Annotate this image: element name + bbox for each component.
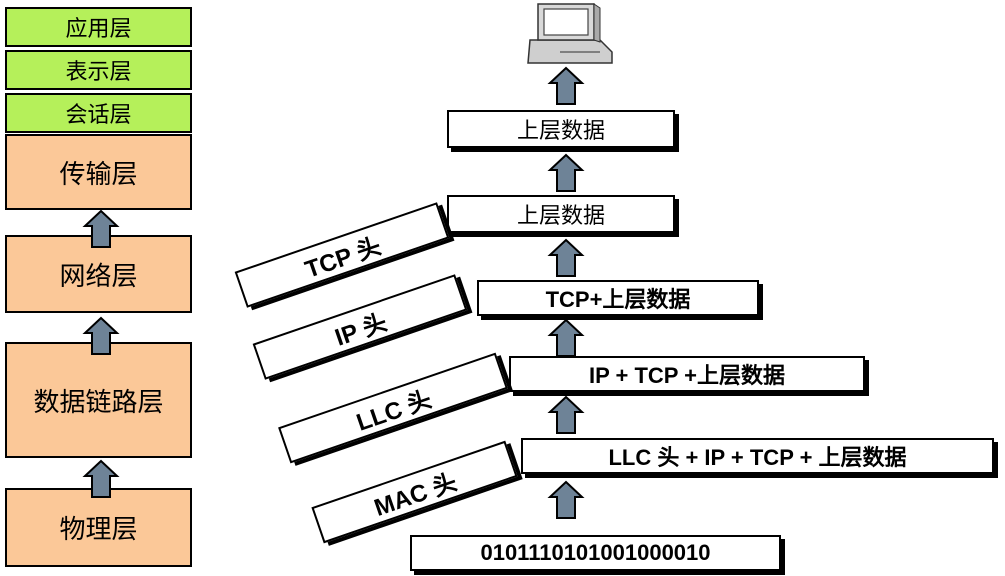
frame-bits: 0101110101001000010 [410, 535, 781, 571]
layer-presentation-label: 表示层 [65, 60, 132, 85]
up-arrow-icon [84, 210, 118, 248]
desktop-computer-icon [527, 3, 613, 64]
up-arrow-icon [84, 460, 118, 498]
layer-transport-label: 传输层 [59, 159, 138, 190]
layer-physical-label: 物理层 [59, 515, 138, 545]
up-arrow-icon [549, 319, 583, 357]
frame-upper-data-top-label: 上层数据 [516, 118, 605, 143]
up-arrow-icon [549, 154, 583, 192]
layer-session: 会话层 [5, 93, 192, 133]
frame-tcp-segment: TCP+上层数据 [477, 280, 759, 316]
layer-datalink-label: 数据链路层 [33, 387, 164, 418]
frame-upper-data: 上层数据 [447, 195, 675, 233]
up-arrow-icon [549, 239, 583, 277]
layer-application: 应用层 [5, 7, 192, 47]
up-arrow-icon [549, 481, 583, 519]
layer-datalink: 数据链路层 [5, 342, 192, 458]
frame-upper-data-label: 上层数据 [516, 203, 605, 228]
frame-llc-label: LLC 头 + IP + TCP + 上层数据 [608, 445, 907, 470]
frame-ip-packet: IP + TCP +上层数据 [509, 356, 865, 392]
up-arrow-icon [549, 67, 583, 105]
up-arrow-icon [549, 396, 583, 434]
layer-network-label: 网络层 [59, 261, 138, 292]
layer-transport: 传输层 [5, 134, 192, 210]
layer-session-label: 会话层 [65, 103, 132, 128]
frame-llc: LLC 头 + IP + TCP + 上层数据 [521, 438, 994, 474]
layer-physical: 物理层 [5, 488, 192, 567]
frame-tcp-segment-label: TCP+上层数据 [545, 287, 691, 312]
layer-application-label: 应用层 [65, 17, 132, 42]
frame-ip-packet-label: IP + TCP +上层数据 [588, 363, 786, 388]
up-arrow-icon [84, 317, 118, 355]
layer-presentation: 表示层 [5, 50, 192, 90]
frame-bits-label: 0101110101001000010 [480, 540, 711, 565]
frame-upper-data-top: 上层数据 [447, 110, 675, 148]
